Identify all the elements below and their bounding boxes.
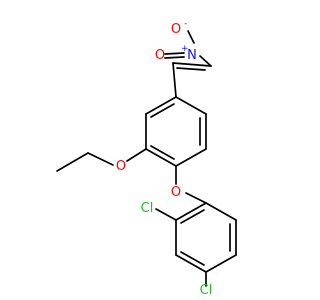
molecule-structure: O - N + O O O Cl Cl (56, 19, 237, 298)
nitro-nitrogen-charge: + (181, 44, 189, 54)
bond-vinyl-ring (172, 62, 177, 98)
bond-ring2-a (205, 202, 237, 221)
bond-ring2-f-inner (180, 209, 205, 224)
bond-o-ch2 (87, 152, 114, 166)
bond-ring2-f (175, 202, 207, 221)
bond-ring1-f-inner (150, 103, 175, 118)
nitro-oxygen-1-charge: - (184, 19, 187, 29)
bond-o-n-double-b (164, 52, 185, 55)
bond-ring-o-ethoxy (126, 148, 147, 162)
bond-ring1-c (175, 148, 207, 167)
bond-o-ch2-benzyl (185, 192, 207, 204)
nitro-oxygen-2-label: O (155, 48, 165, 63)
bonds (56, 30, 237, 287)
nitro-oxygen-1-label: O (171, 22, 181, 37)
bond-ring1-a (175, 96, 207, 115)
bond-ch2-ch3 (56, 152, 89, 172)
chlorine-2-label: Cl (141, 201, 154, 216)
bond-ring1-d-inner (150, 145, 175, 160)
bond-ring2-d (175, 254, 207, 273)
bond-n-vinyl (199, 55, 212, 67)
bond-vinyl-double-inner (176, 67, 206, 71)
chlorine-4-label: Cl (200, 283, 213, 298)
bond-ring1-d (145, 148, 177, 167)
benzyl-ether-oxygen-label: O (171, 185, 181, 200)
nitro-nitrogen-label: N (187, 48, 197, 63)
bond-ring2-d-inner (180, 251, 205, 266)
ethoxy-oxygen-label: O (116, 159, 126, 174)
bond-n-o-top (187, 30, 195, 44)
atom-labels: O - N + O O O Cl Cl (116, 19, 212, 298)
bond-ring2-c (205, 254, 237, 273)
bond-ring-cl2 (155, 208, 177, 221)
bond-ring1-f (145, 96, 177, 115)
bond-o-n-double-a (164, 56, 185, 59)
bond-vinyl-double (172, 62, 212, 67)
